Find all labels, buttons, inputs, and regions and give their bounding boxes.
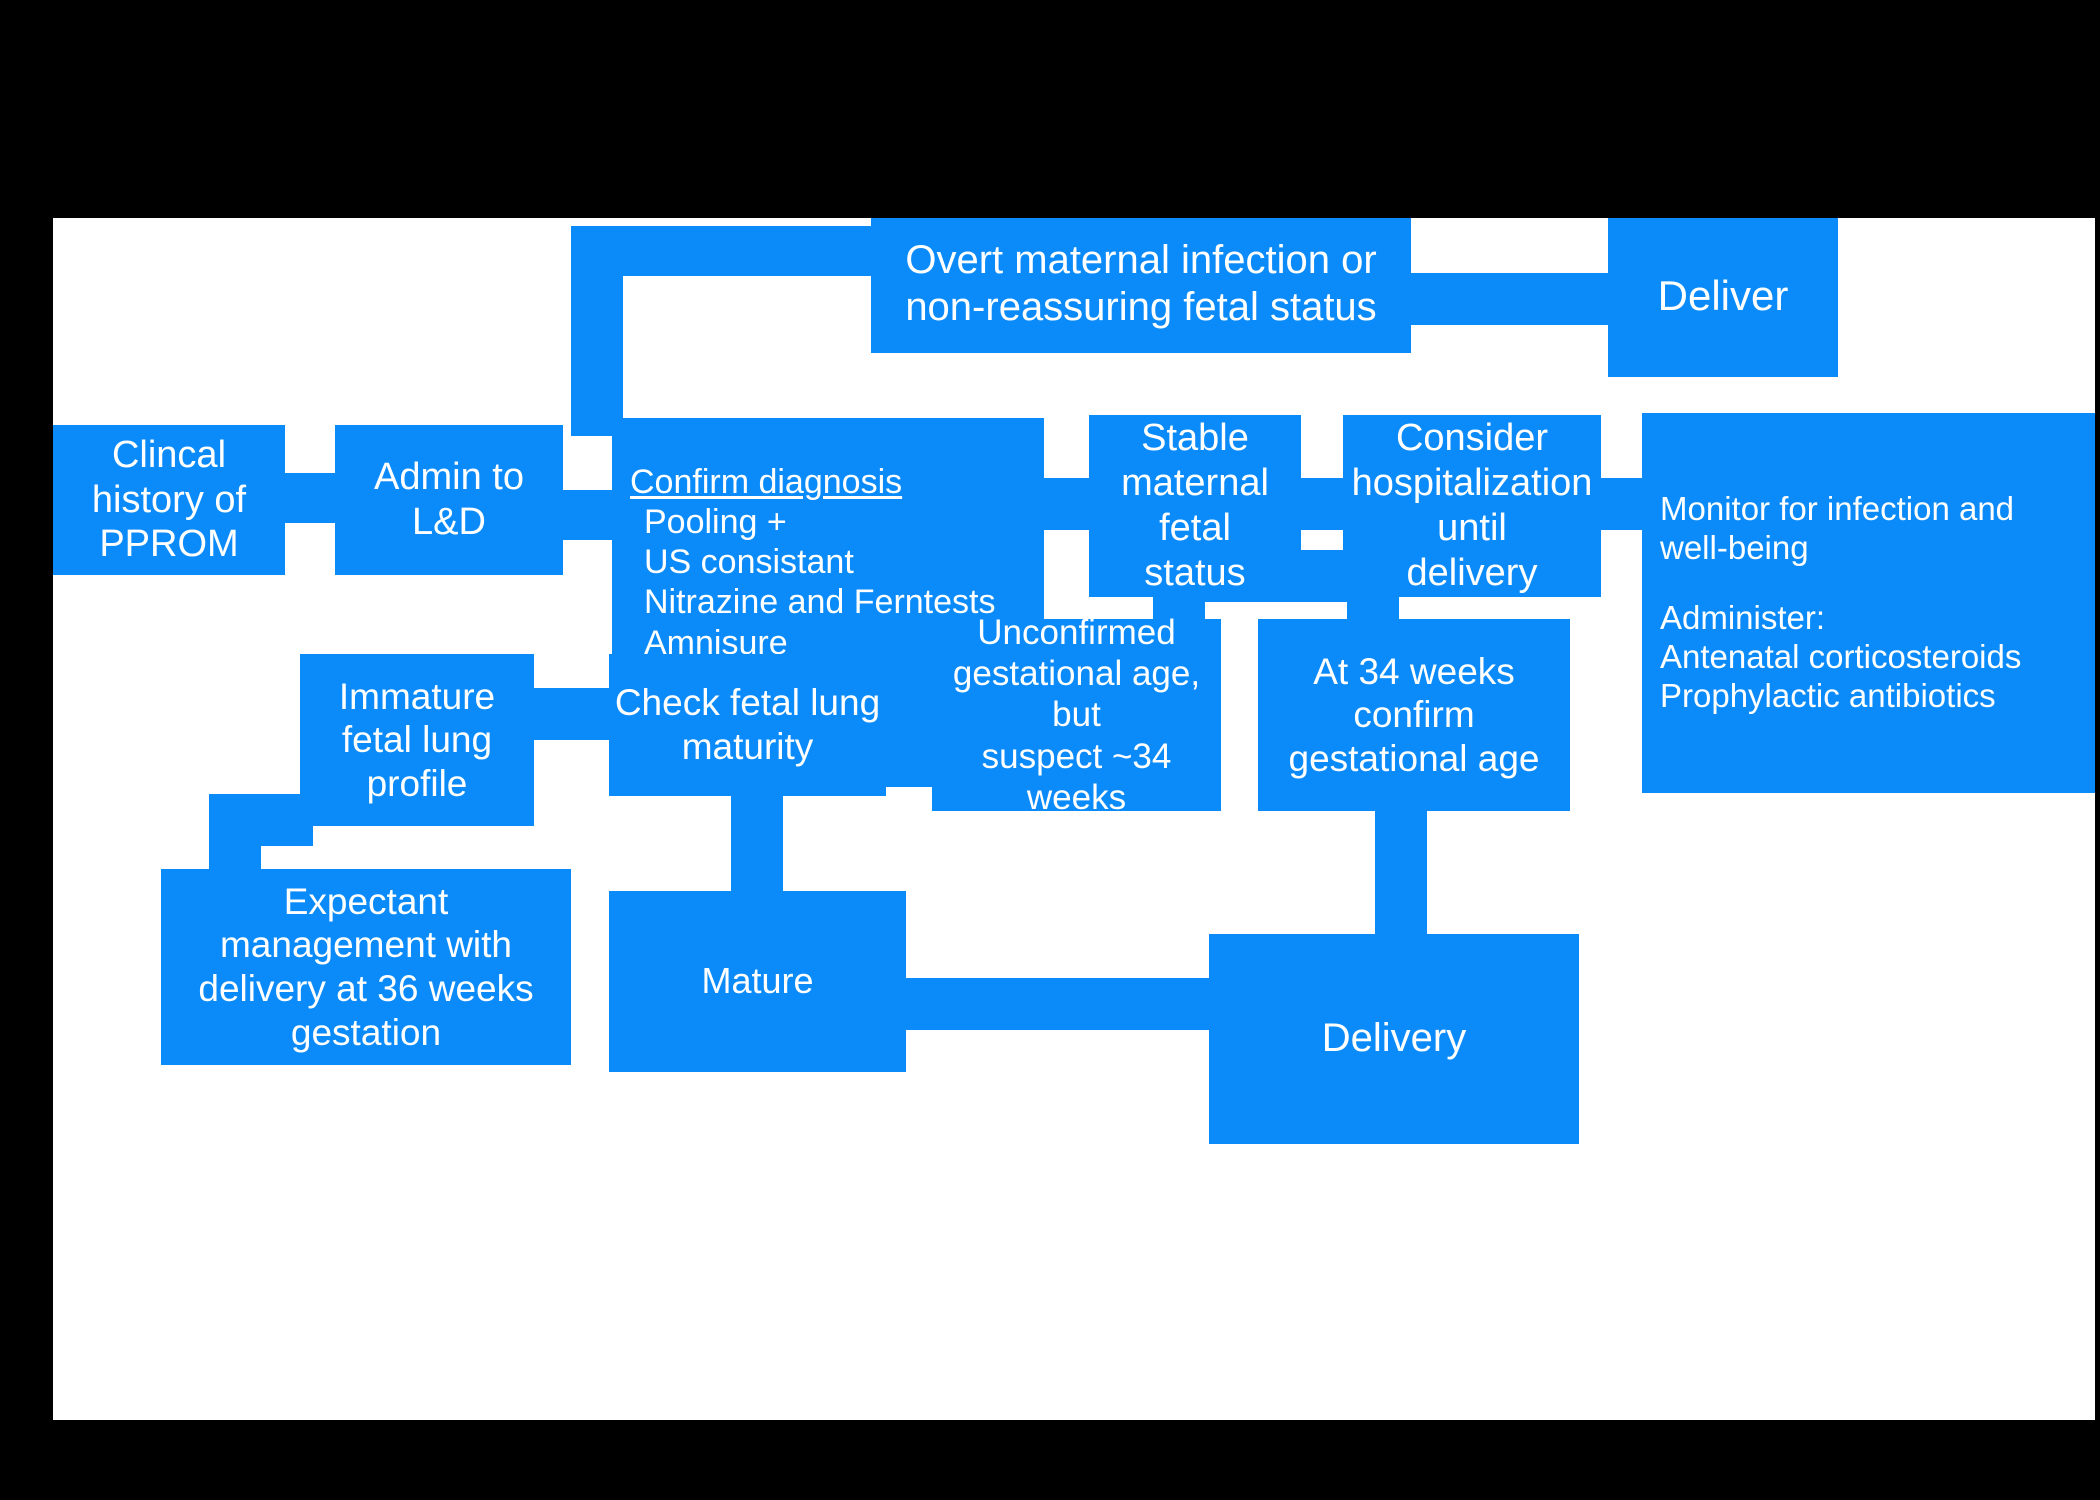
node-line: maternal <box>1121 462 1269 505</box>
connector-mature-to-delivery <box>853 978 1233 1030</box>
node-line: Unconfirmed <box>977 612 1176 652</box>
node-line: hospitalization <box>1351 462 1593 505</box>
connector-overt-up-bar <box>571 226 901 276</box>
connector-check-down <box>731 778 783 908</box>
node-line: Antenatal corticosteroids <box>1660 638 2022 676</box>
node-line: until <box>1437 507 1507 549</box>
node-line: gestational age, but <box>952 654 1201 735</box>
node-line: suspect ~34 weeks <box>981 736 1172 817</box>
node-mature-fetal-lung[interactable]: Mature <box>609 891 906 1072</box>
node-line: Consider <box>1395 417 1549 460</box>
node-line: fetal lung <box>341 719 493 761</box>
node-line: delivery <box>1406 551 1538 594</box>
node-line: Check fetal lung <box>614 682 881 724</box>
node-line: US consistant <box>644 543 854 582</box>
node-line: well-being <box>1660 528 1809 566</box>
node-line: gestational age <box>1288 737 1540 779</box>
node-line: Monitor for infection and <box>1660 489 2015 527</box>
node-line: Deliver <box>1657 272 1789 320</box>
node-line: history of <box>91 478 247 521</box>
node-deliver[interactable]: Deliver <box>1608 218 1838 377</box>
node-line: fetal <box>1159 507 1231 549</box>
node-line: Immature <box>338 675 496 717</box>
node-heading: Confirm diagnosis <box>630 463 903 502</box>
node-line: non-reassuring fetal status <box>905 285 1377 329</box>
node-line: Administer: <box>1660 599 1826 637</box>
connector-immature-down-bar <box>209 794 313 846</box>
node-line: status <box>1144 551 1246 594</box>
node-line: Clincal <box>111 433 227 476</box>
node-line: Stable <box>1141 417 1249 460</box>
node-line: L&D <box>412 501 486 543</box>
node-line: PPROM <box>99 523 239 566</box>
node-line: profile <box>366 762 468 804</box>
node-line: Admin to <box>374 456 524 499</box>
node-line: confirm <box>1353 694 1475 736</box>
node-line: Nitrazine and Ferntests <box>644 583 996 622</box>
node-line: maturity <box>681 726 814 767</box>
node-line: Mature <box>701 960 814 1002</box>
connector-check-to-immature <box>521 688 621 740</box>
connector-overt-to-deliver <box>1398 273 1623 325</box>
node-line: Delivery <box>1321 1016 1467 1061</box>
node-line: Prophylactic antibiotics <box>1660 677 1996 715</box>
node-delivery[interactable]: Delivery <box>1209 934 1579 1144</box>
connector-34weeks-down <box>1375 794 1427 954</box>
node-line: At 34 weeks <box>1313 650 1515 692</box>
node-line: Pooling + <box>644 503 787 542</box>
node-line: management with <box>219 924 513 966</box>
node-line: delivery at 36 weeks <box>198 968 534 1009</box>
node-line: Expectant <box>283 880 449 922</box>
node-line: gestation <box>290 1011 442 1053</box>
node-line: Overt maternal infection or <box>905 237 1377 282</box>
